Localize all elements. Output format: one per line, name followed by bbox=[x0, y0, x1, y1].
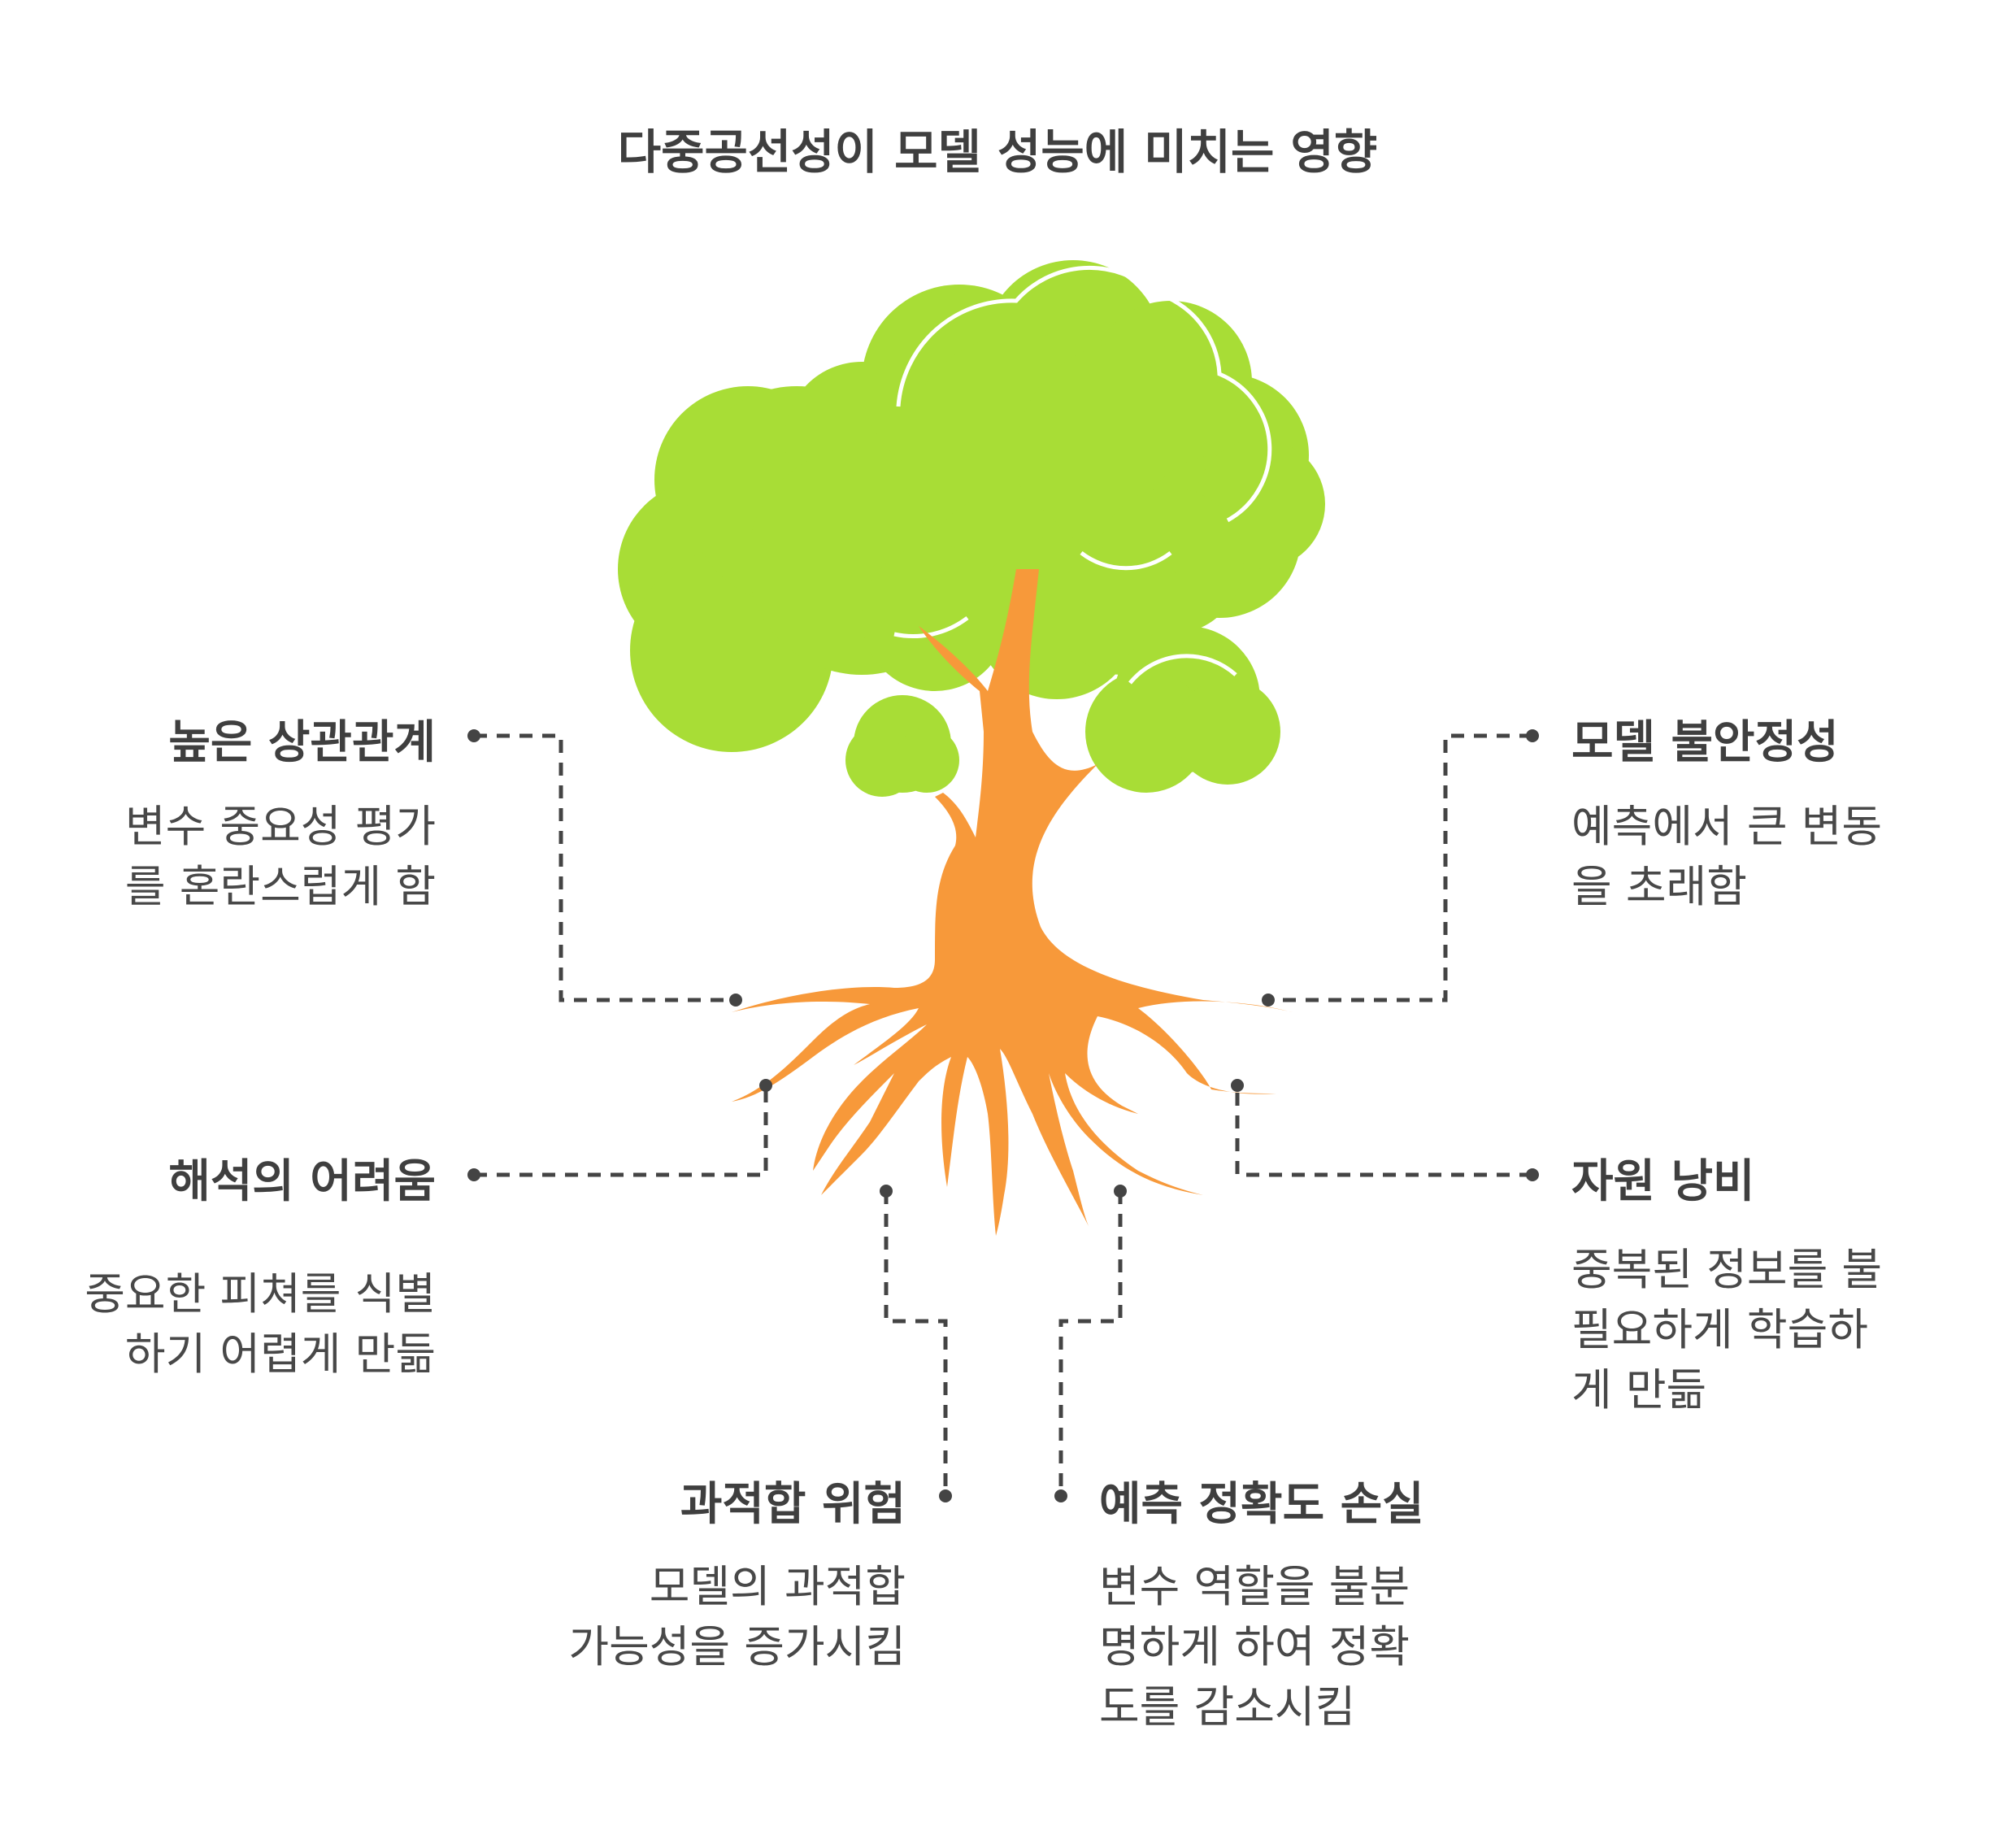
desc-line: 변수 역할을 불분 bbox=[1099, 1561, 1410, 1612]
desc-line: 필요하게 학습하 bbox=[1571, 1304, 1868, 1355]
desc-line: 도를 감소시킴 bbox=[1099, 1681, 1356, 1733]
desc-line: 을 초래함 bbox=[1571, 861, 1747, 912]
label-resource-waste: 자원 낭비 bbox=[1571, 1155, 1755, 1208]
tree-foliage bbox=[618, 260, 1325, 797]
label-high-correlation: 높은 상관관계 bbox=[168, 716, 436, 769]
label-interpretation-difficulty: 해석의 어려움 bbox=[168, 1155, 436, 1208]
connector-accuracy-loss bbox=[1058, 1191, 1123, 1496]
connector-dots bbox=[467, 729, 1539, 1502]
desc-overfitting-risk: 모델의 과적합 가능성을 증가시킴 bbox=[568, 1557, 906, 1677]
desc-line: 가능성을 증가시킴 bbox=[568, 1621, 906, 1672]
desc-model-instability: 예측에서 큰 변동 을 초래함 bbox=[1571, 797, 1882, 917]
desc-line: 모델의 과적합 bbox=[649, 1561, 906, 1612]
tree-trunk-roots bbox=[732, 569, 1293, 1236]
connector-resource-waste bbox=[1235, 1085, 1532, 1177]
desc-accuracy-loss: 변수 역할을 불분 명하게 하여 정확 도를 감소시킴 bbox=[1099, 1557, 1410, 1737]
desc-resource-waste: 중복된 정보를 불 필요하게 학습하 게 만듦 bbox=[1571, 1240, 1882, 1420]
connector-model-instability bbox=[1268, 733, 1532, 1002]
connector-high-correlation bbox=[474, 733, 736, 1002]
label-model-instability: 모델 불안정성 bbox=[1571, 716, 1839, 769]
desc-line: 하기 어렵게 만듦 bbox=[124, 1328, 436, 1380]
connector-overfitting bbox=[884, 1191, 948, 1496]
desc-interpretation-difficulty: 중요한 피쳐를 식별 하기 어렵게 만듦 bbox=[85, 1264, 436, 1385]
desc-line: 변수 중요성 평가 bbox=[124, 801, 436, 852]
connectors bbox=[474, 733, 1532, 1496]
desc-line: 예측에서 큰 변동 bbox=[1571, 801, 1883, 852]
desc-line: 중복된 정보를 불 bbox=[1571, 1244, 1883, 1295]
desc-high-correlation: 변수 중요성 평가 를 혼란스럽게 함 bbox=[125, 797, 436, 917]
desc-line: 게 만듦 bbox=[1571, 1364, 1707, 1415]
label-overfitting-risk: 과적합 위험 bbox=[680, 1478, 906, 1531]
page-title: 다중공선성이 모델 성능에 미치는 영향 bbox=[617, 124, 1378, 180]
foliage-outlines bbox=[893, 265, 1272, 685]
connector-interpretation bbox=[474, 1085, 768, 1177]
desc-line: 를 혼란스럽게 함 bbox=[124, 861, 436, 912]
label-accuracy-loss: 예측 정확도 손실 bbox=[1099, 1478, 1424, 1531]
desc-line: 명하게 하여 정확 bbox=[1099, 1621, 1410, 1672]
desc-line: 중요한 피쳐를 식별 bbox=[85, 1268, 436, 1320]
